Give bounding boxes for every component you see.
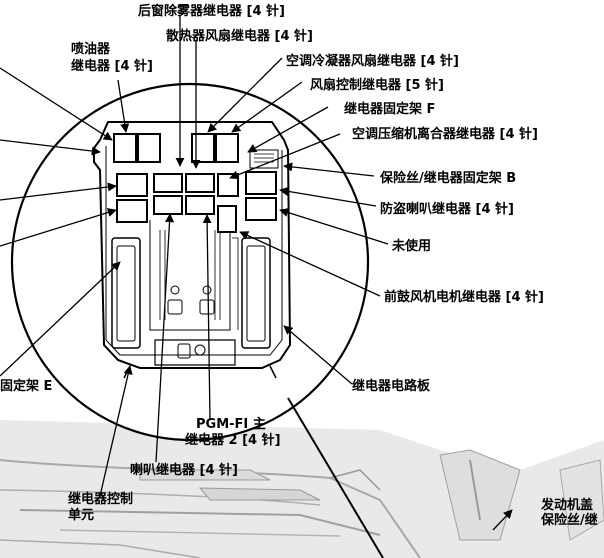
label-ac-condenser-fan-relay: 空调冷凝器风扇继电器 [4 针]: [286, 53, 459, 69]
label-hood-fuse-box-line1: 发动机盖: [540, 497, 593, 513]
relay-row3-3: [185, 195, 215, 215]
label-fuel-injector-relay-line1: 喷油器: [71, 41, 111, 57]
relay-fuel-injector-b: [137, 133, 161, 163]
label-relay-control-unit-line1: 继电器控制: [68, 491, 133, 507]
label-not-used: 未使用: [391, 238, 431, 254]
zoom-leader-line: [287, 397, 384, 558]
relay-fuel-injector-a: [113, 133, 137, 163]
relay-grid: [113, 133, 277, 233]
relay-fuse-bracket-b: [245, 171, 277, 195]
label-relay-circuit-board: 继电器电路板: [352, 378, 431, 394]
label-blower-motor-relay: 前鼓风机电机继电器 [4 针]: [384, 289, 544, 305]
relay-not-used: [217, 205, 237, 233]
leader-lines: [0, 16, 513, 531]
label-bracket-e: 固定架 E: [0, 378, 52, 394]
label-ac-clutch-relay: 空调压缩机离合器继电器 [4 针]: [352, 126, 538, 142]
relay-horn-alarm: [245, 197, 277, 221]
label-radiator-fan-relay: 散热器风扇继电器 [4 针]: [166, 28, 313, 44]
label-rear-defogger-relay: 后窗除雾器继电器 [4 针]: [138, 3, 285, 19]
label-fuel-injector-relay-line2: 继电器 [4 针]: [71, 58, 153, 74]
relay-row2-1: [116, 173, 148, 197]
label-horn-alarm-relay: 防盗喇叭继电器 [4 针]: [380, 201, 514, 217]
label-relay-bracket-f: 继电器固定架 F: [344, 101, 435, 117]
label-pgm-fi-main-relay-line1: PGM-FI 主: [196, 416, 266, 432]
relay-row2-2: [153, 173, 183, 193]
relay-row3-1: [116, 199, 148, 223]
relay-ac-clutch: [217, 173, 239, 197]
label-fan-control-relay: 风扇控制继电器 [5 针]: [310, 77, 444, 93]
relay-row2-3: [185, 173, 215, 193]
relay-fan-control: [215, 133, 239, 163]
label-relay-control-unit-line2: 单元: [68, 507, 94, 523]
label-fuse-relay-bracket-b: 保险丝/继电器固定架 B: [379, 170, 516, 186]
label-horn-relay: 喇叭继电器 [4 针]: [130, 462, 238, 478]
engine-compartment-illustration: [0, 420, 604, 558]
label-pgm-fi-main-relay-line2: 继电器 2 [4 针]: [185, 432, 281, 448]
label-hood-fuse-box-line2: 保险丝/继: [540, 512, 598, 528]
relay-row3-2: [153, 195, 183, 215]
relay-ac-condenser-fan: [191, 133, 215, 163]
callout-labels: 后窗除雾器继电器 [4 针] 散热器风扇继电器 [4 针] 喷油器 继电器 [4…: [0, 3, 598, 528]
